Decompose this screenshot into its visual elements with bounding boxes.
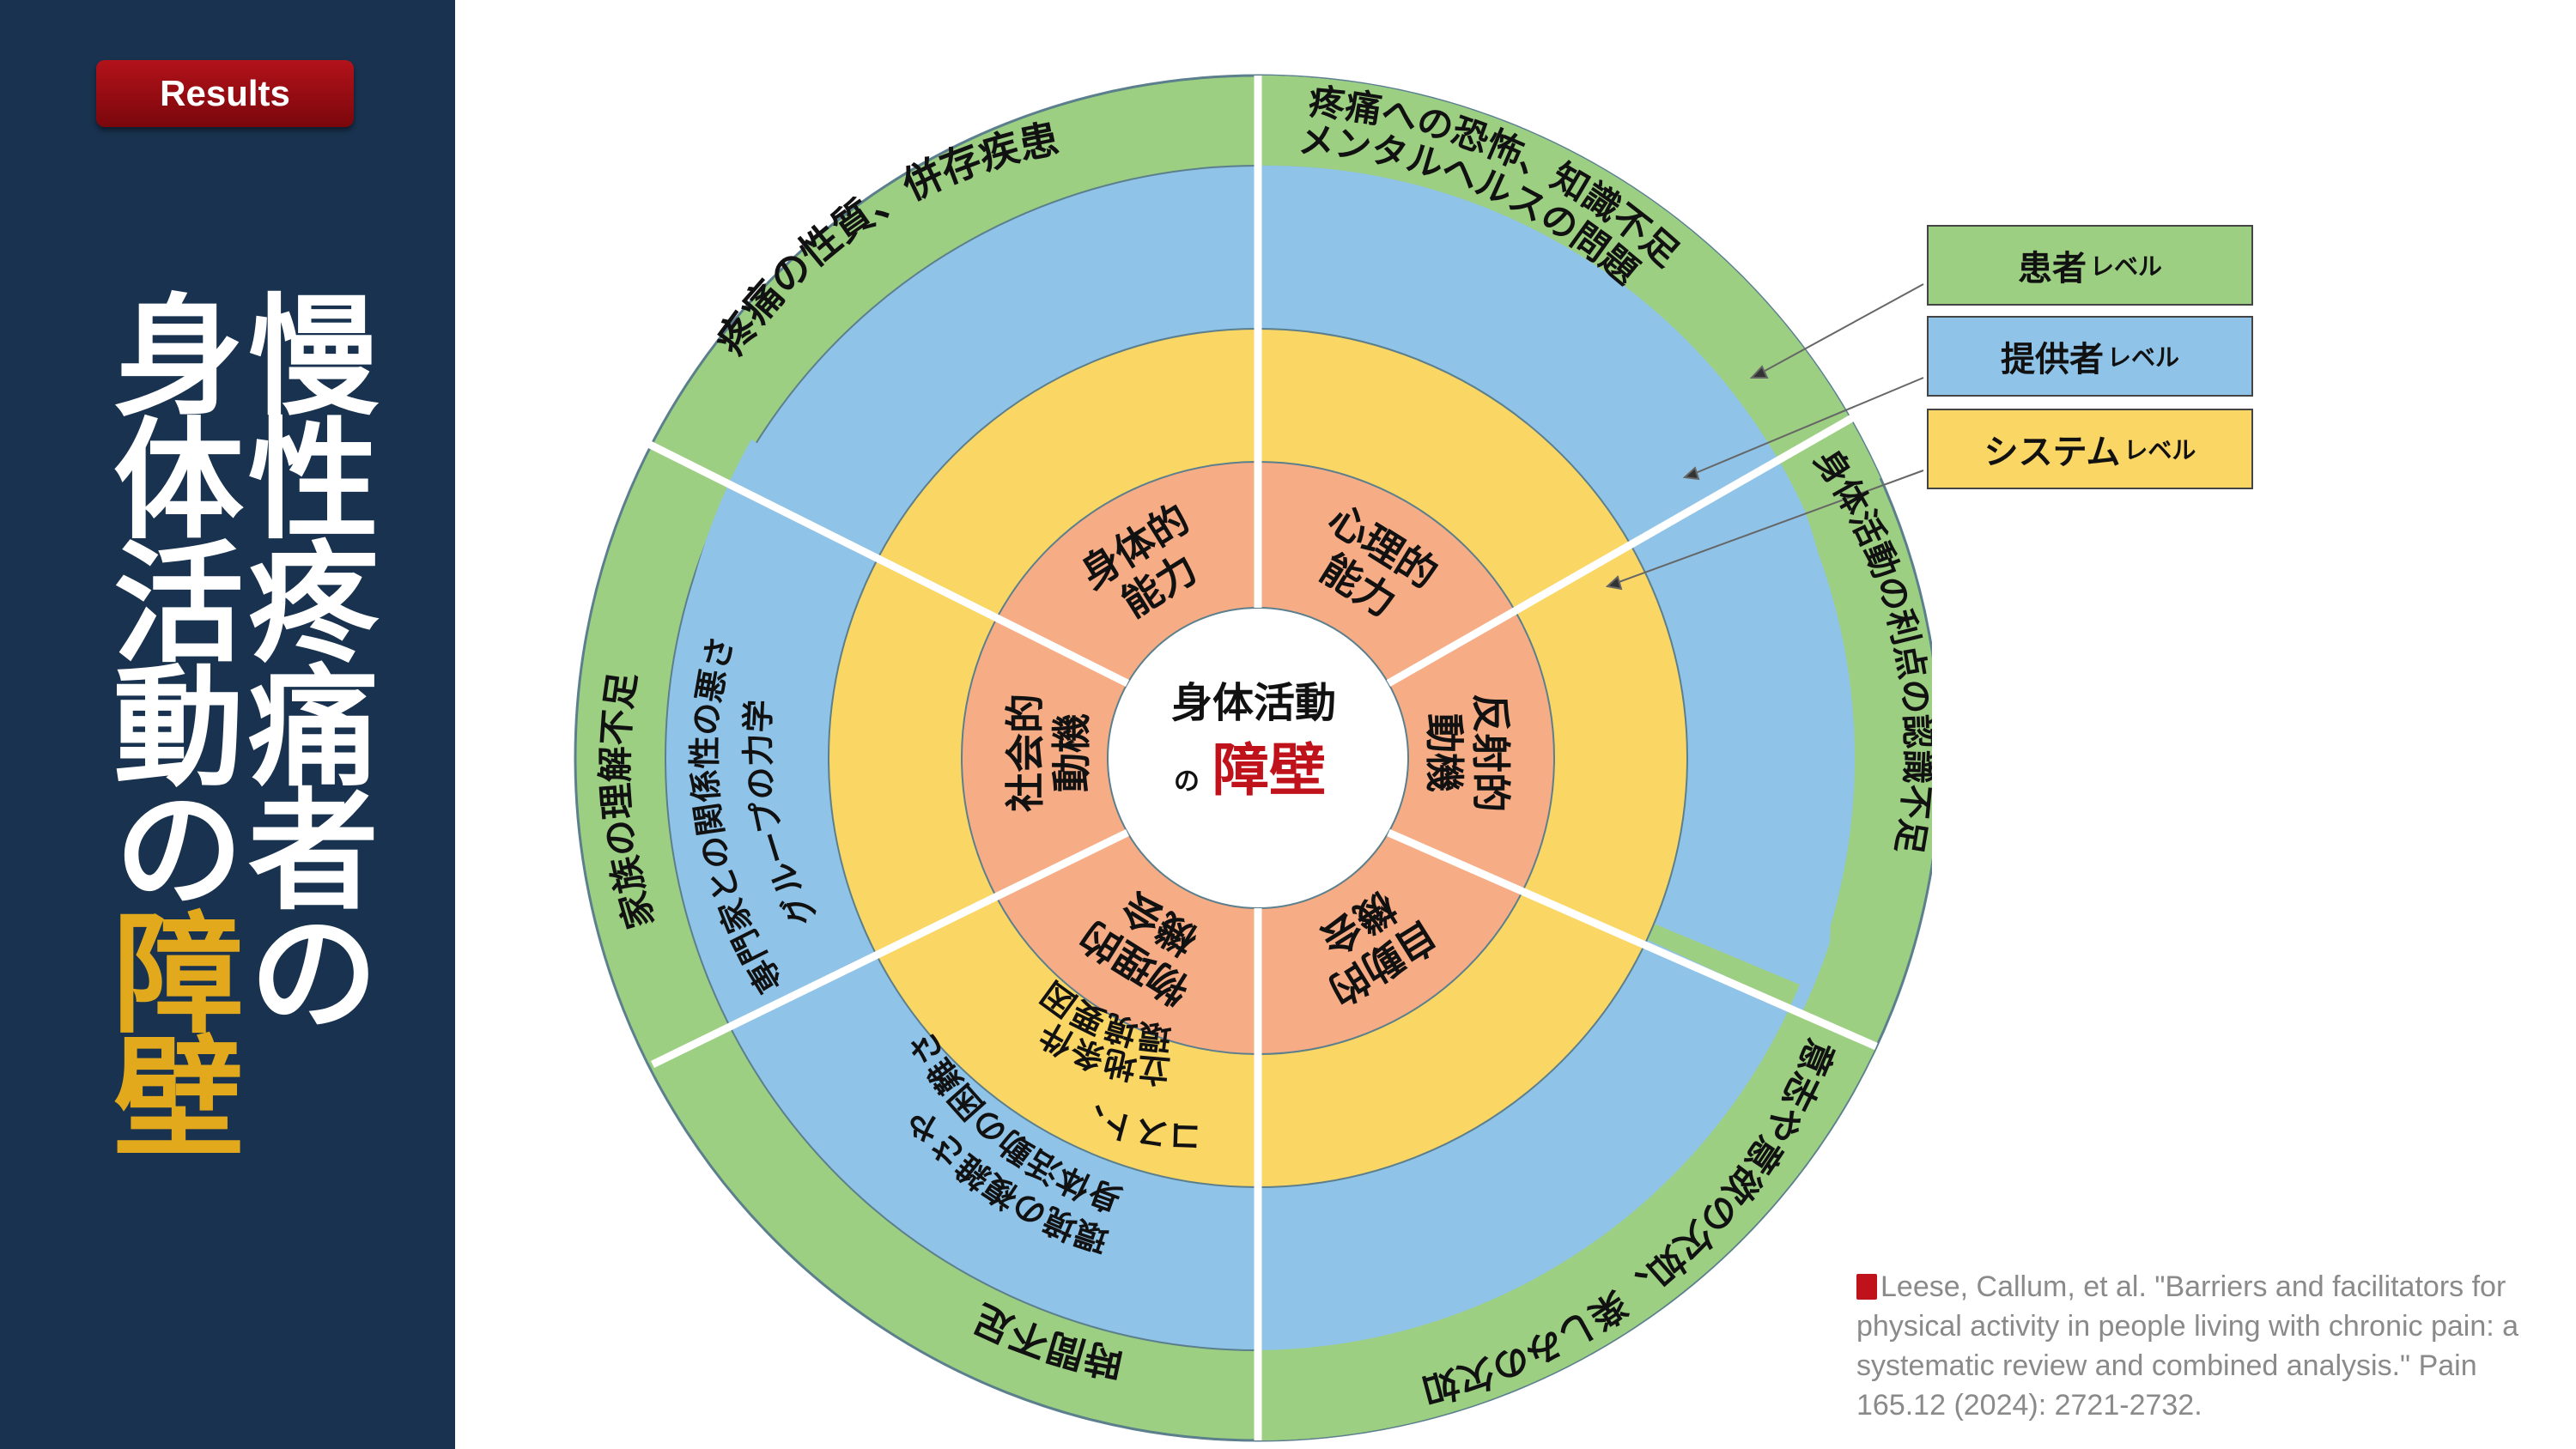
legend-arrows <box>1605 283 1924 591</box>
barrier-diagram: 疼痛の性質、併存疾患 疼痛への恐怖、知識不足 メンタルヘルスの問題 身体活動の利… <box>574 74 1932 1442</box>
legend-system-level: システムレベル <box>1927 409 2253 489</box>
results-badge: Results <box>96 60 354 127</box>
legend-provider-level: 提供者レベル <box>1927 316 2253 397</box>
book-icon <box>1856 1274 1877 1300</box>
inner-label-reflective-motivation: 反射的動機 <box>1421 694 1514 812</box>
citation: Leese, Callum, et al. "Barriers and faci… <box>1856 1267 2543 1425</box>
center-label: 身体活動 の 障壁 <box>1171 679 1336 803</box>
divider-lines <box>629 76 1883 1440</box>
title-highlight: 障壁 <box>91 906 243 1153</box>
title-main: 身体活動の <box>91 288 243 906</box>
sidebar: Results 慢性疼痛者の 身体活動の障壁 <box>0 0 455 1449</box>
inner-label-social-motivation: 社会的動機 <box>1002 694 1095 812</box>
center-barrier: 障壁 <box>1212 737 1326 803</box>
center-small-no: の <box>1174 767 1200 797</box>
citation-text: Leese, Callum, et al. "Barriers and faci… <box>1856 1270 2519 1422</box>
patient-top-right <box>1258 76 1880 758</box>
legend-patient-level: 患者レベル <box>1927 225 2253 306</box>
title-column-2: 身体活動の障壁 <box>91 288 243 1153</box>
title-column-1: 慢性疼痛者の <box>226 288 378 1029</box>
center-line-1: 身体活動 <box>1171 679 1336 727</box>
ring-group <box>574 74 1932 1442</box>
